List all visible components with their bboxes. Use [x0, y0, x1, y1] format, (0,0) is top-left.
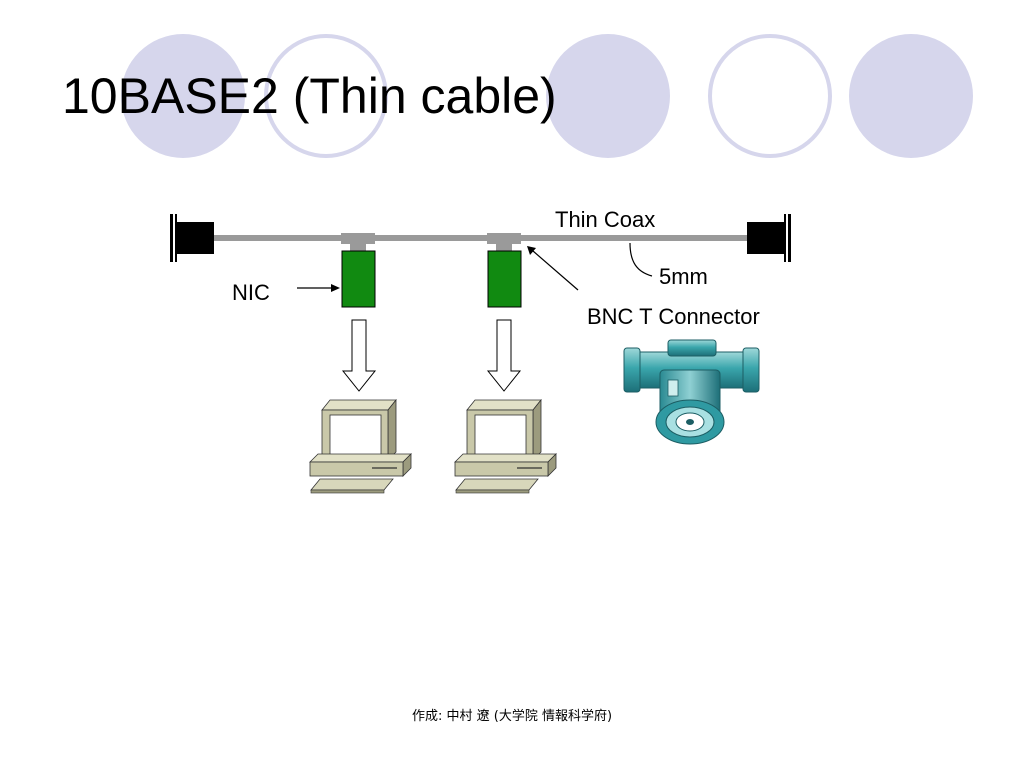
- thin-coax-cable: [212, 235, 750, 241]
- circle-filled-1: [121, 34, 245, 158]
- nic-pointer-arrow: [297, 284, 340, 292]
- circle-filled-3: [849, 34, 973, 158]
- right-terminator: [747, 214, 791, 262]
- computer-1: [309, 398, 412, 494]
- left-terminator: [170, 214, 214, 262]
- bnc-pointer-arrow: [527, 246, 579, 291]
- computer-2: [454, 398, 557, 494]
- nic-card-2: [487, 250, 522, 308]
- down-arrow-2: [486, 319, 522, 392]
- decorative-circles: [121, 34, 973, 158]
- nic-card-1: [341, 250, 376, 308]
- diameter-label: 5mm: [659, 264, 708, 289]
- slide-title: 10BASE2 (Thin cable): [62, 68, 557, 124]
- circle-outline-2: [708, 34, 832, 158]
- nic-label: NIC: [232, 280, 270, 305]
- t-connector-1: [341, 233, 375, 251]
- down-arrow-1: [341, 319, 377, 392]
- bnc-t-connector-image: [623, 339, 760, 445]
- circle-outline-1: [264, 34, 388, 158]
- slide-footer: 作成: 中村 遼 (大学院 情報科学府): [411, 709, 613, 724]
- bnc-t-connector-label: BNC T Connector: [587, 304, 760, 329]
- circle-filled-2: [546, 34, 670, 158]
- t-connector-2: [487, 233, 521, 251]
- diameter-leader-line: [629, 242, 653, 277]
- thin-coax-label: Thin Coax: [555, 207, 656, 232]
